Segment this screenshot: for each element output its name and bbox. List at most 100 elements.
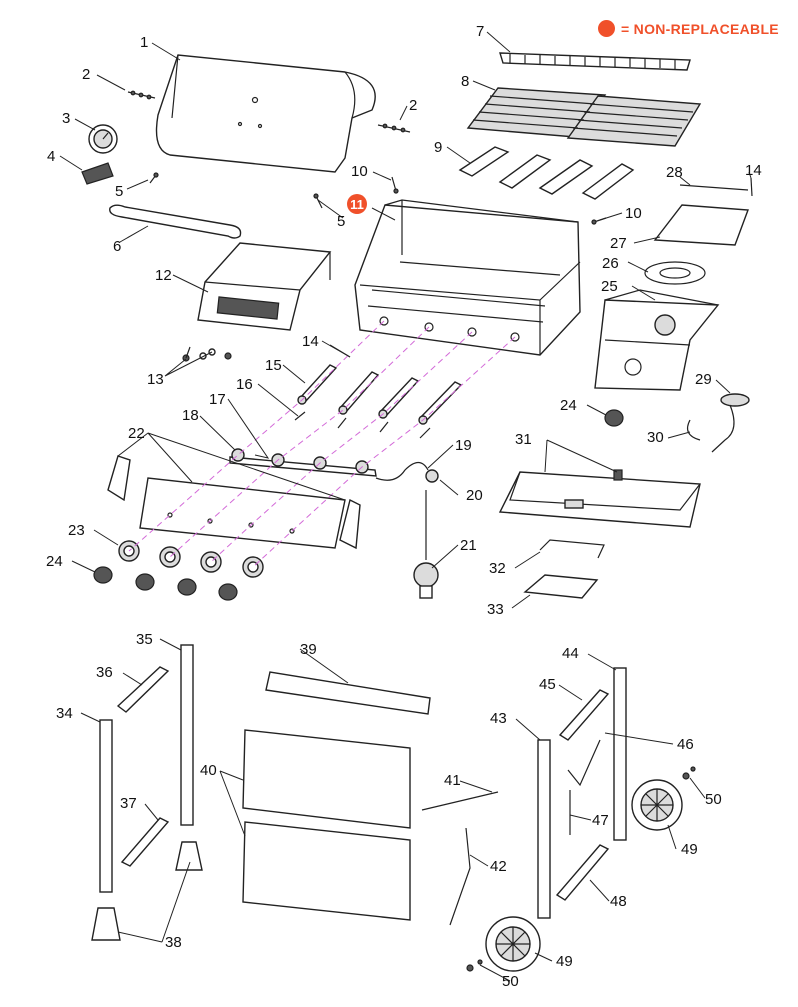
label-40: 40 bbox=[200, 762, 217, 779]
label-24-right: 24 bbox=[560, 397, 577, 414]
label-7: 7 bbox=[476, 23, 484, 40]
label-14-left: 14 bbox=[302, 333, 319, 350]
grease-tray bbox=[498, 469, 701, 528]
label-5-left: 5 bbox=[115, 183, 123, 200]
label-20: 20 bbox=[466, 487, 483, 504]
label-32: 32 bbox=[489, 560, 506, 577]
side-burner-grate bbox=[644, 261, 706, 285]
label-6: 6 bbox=[113, 238, 121, 255]
part-number-labels: 1 2 2 3 4 5 5 6 7 8 9 10 10 11 12 13 14 … bbox=[46, 23, 762, 990]
label-38: 38 bbox=[165, 934, 182, 951]
label-43: 43 bbox=[490, 710, 507, 727]
left-bottom-bracket bbox=[120, 817, 170, 867]
label-33: 33 bbox=[487, 601, 504, 618]
tank-rod bbox=[421, 791, 499, 811]
label-34: 34 bbox=[56, 705, 73, 722]
screw-left bbox=[149, 172, 159, 184]
label-39: 39 bbox=[300, 641, 317, 658]
lid-bolts-right bbox=[377, 123, 411, 133]
label-19: 19 bbox=[455, 437, 472, 454]
label-11-non-replaceable: 11 bbox=[347, 194, 367, 214]
label-49-upper: 49 bbox=[681, 841, 698, 858]
label-14-right: 14 bbox=[745, 162, 762, 179]
label-35: 35 bbox=[136, 631, 153, 648]
label-27: 27 bbox=[610, 235, 627, 252]
label-1: 1 bbox=[140, 34, 148, 51]
label-2-right: 2 bbox=[409, 97, 417, 114]
label-28: 28 bbox=[666, 164, 683, 181]
wheel-hardware-lower bbox=[466, 959, 483, 972]
cart-panels bbox=[242, 729, 411, 921]
screw-right bbox=[313, 193, 323, 209]
firebox bbox=[354, 199, 581, 356]
side-burner-housing bbox=[594, 289, 720, 391]
leader-lines bbox=[59, 31, 752, 982]
leg-front-right bbox=[537, 739, 551, 919]
right-top-bracket bbox=[558, 689, 610, 741]
left-top-bracket bbox=[116, 666, 170, 713]
label-4: 4 bbox=[47, 148, 55, 165]
label-12: 12 bbox=[155, 267, 172, 284]
label-50-upper: 50 bbox=[705, 791, 722, 808]
tank-hook bbox=[567, 739, 601, 787]
label-9: 9 bbox=[434, 139, 442, 156]
legend-text: = NON-REPLACEABLE bbox=[621, 20, 779, 37]
wheel-hardware-upper bbox=[682, 766, 696, 780]
label-37: 37 bbox=[120, 795, 137, 812]
side-burner-knob bbox=[604, 409, 624, 427]
flame-tamers bbox=[458, 146, 635, 200]
label-21: 21 bbox=[460, 537, 477, 554]
label-45: 45 bbox=[539, 676, 556, 693]
leg-rear-right bbox=[613, 667, 627, 841]
lid-handle bbox=[109, 204, 242, 239]
wheel-lower bbox=[485, 916, 541, 972]
label-15: 15 bbox=[265, 357, 282, 374]
label-11: 11 bbox=[350, 197, 364, 212]
label-8: 8 bbox=[461, 73, 469, 90]
label-2-left: 2 bbox=[82, 66, 90, 83]
thermometer bbox=[88, 124, 118, 154]
side-burner-valve bbox=[425, 469, 439, 483]
legend: = NON-REPLACEABLE bbox=[598, 20, 779, 37]
warming-rack bbox=[499, 52, 691, 71]
burners bbox=[297, 364, 463, 425]
lid-bolts-left bbox=[127, 90, 156, 100]
side-burner-rod bbox=[679, 184, 749, 191]
gas-hose bbox=[375, 461, 429, 481]
alignment-lines bbox=[128, 320, 516, 568]
regulator bbox=[413, 490, 439, 599]
label-47: 47 bbox=[592, 812, 609, 829]
leg-rear-left bbox=[180, 644, 194, 826]
firebox-screw-left bbox=[391, 176, 399, 194]
side-burner-lid bbox=[653, 204, 749, 246]
control-panel bbox=[197, 242, 332, 331]
front-panel bbox=[139, 477, 346, 549]
gas-manifold bbox=[229, 448, 377, 477]
drip-cup-holder bbox=[539, 539, 605, 559]
label-36: 36 bbox=[96, 664, 113, 681]
label-22: 22 bbox=[128, 425, 145, 442]
label-48: 48 bbox=[610, 893, 627, 910]
wheel-upper bbox=[631, 779, 683, 831]
label-42: 42 bbox=[490, 858, 507, 875]
label-44: 44 bbox=[562, 645, 579, 662]
label-41: 41 bbox=[444, 772, 461, 789]
label-26: 26 bbox=[602, 255, 619, 272]
label-24-left: 24 bbox=[46, 553, 63, 570]
label-50-lower: 50 bbox=[502, 973, 519, 990]
leg-feet bbox=[91, 841, 203, 941]
label-10-left: 10 bbox=[351, 163, 368, 180]
right-bottom-bracket bbox=[555, 844, 610, 901]
cooking-grates bbox=[466, 87, 702, 147]
label-10-right: 10 bbox=[625, 205, 642, 222]
label-49-lower: 49 bbox=[556, 953, 573, 970]
crossover-tube-right bbox=[750, 177, 753, 197]
igniter-wire bbox=[687, 419, 701, 441]
leg-front-left bbox=[99, 719, 113, 893]
label-3: 3 bbox=[62, 110, 70, 127]
label-13: 13 bbox=[147, 371, 164, 388]
label-31: 31 bbox=[515, 431, 532, 448]
lid bbox=[155, 54, 376, 173]
drip-cup bbox=[523, 574, 599, 599]
